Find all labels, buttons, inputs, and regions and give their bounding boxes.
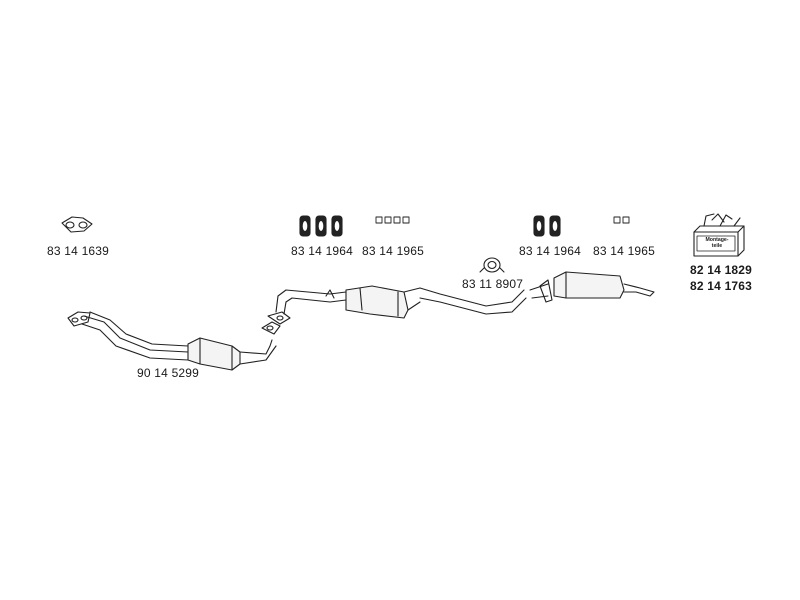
rubber-hanger-a-part-number: 83 14 1964: [291, 244, 354, 258]
clamp-set-b-part-number: 83 14 1965: [593, 244, 656, 258]
manifold-flange-icon: [67, 311, 91, 327]
rear-muffler: [529, 271, 655, 303]
clamp-set-a-part-number: 83 14 1965: [362, 244, 425, 258]
gasket-part-number: 83 14 1639: [47, 244, 110, 258]
intermediate-pipe: [275, 289, 347, 315]
flange-gasket-icon: [261, 311, 291, 335]
center-muffler: [345, 285, 421, 319]
gasket-icon: [61, 216, 93, 233]
mounting-kit-1-part-number: 82 14 1829: [690, 263, 753, 277]
mounting-kit-2-part-number: 82 14 1763: [690, 279, 753, 293]
front-pipe: [81, 311, 189, 361]
rubber-hanger-b-part-number: 83 14 1964: [519, 244, 582, 258]
catalytic-converter: [187, 337, 277, 371]
pipe-clamp-icon: [479, 257, 505, 273]
pipe-clamp-part-number: 83 11 8907: [462, 277, 524, 291]
mounting-kit-box-icon: [693, 213, 745, 257]
front-pipe-catalyst-part-number: 90 14 5299: [137, 366, 200, 380]
mounting-kit-label: Montage- teile: [700, 237, 734, 249]
rear-pipe: [419, 287, 527, 315]
mounting-kit-label-line1: Montage-: [705, 237, 729, 243]
clamp-set-icon: [613, 216, 630, 224]
mounting-kit-label-line2: teile: [711, 243, 723, 249]
clamp-set-icon: [375, 216, 410, 224]
